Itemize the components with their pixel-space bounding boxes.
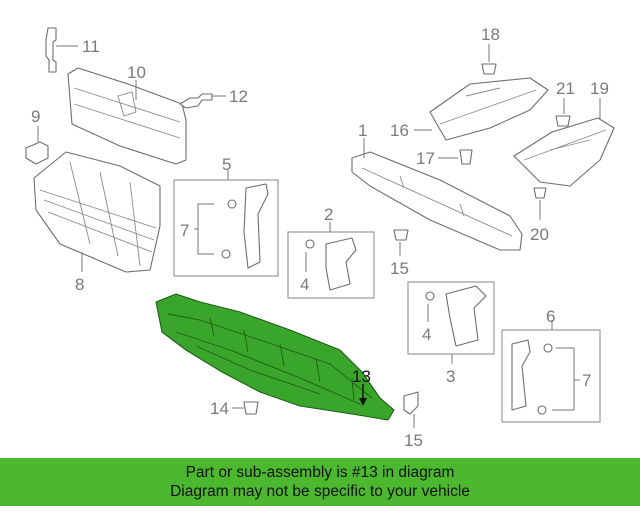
part-17-pushpin[interactable] [459,149,473,165]
callout-21: 21 [556,79,575,98]
callout-10: 10 [127,63,146,82]
part-16-splash-shield[interactable] [429,77,549,141]
callout-18: 18 [481,25,500,44]
callout-16: 16 [390,121,409,140]
callout-8: 8 [75,275,84,294]
part-15-pushpin-upper[interactable] [393,229,409,241]
part-15-pushpin-lower[interactable] [403,391,419,415]
callout-7a: 7 [180,221,189,240]
callout-19: 19 [590,79,609,98]
part-12-clip[interactable] [179,93,213,109]
callout-5: 5 [222,155,231,174]
callout-3: 3 [446,367,455,386]
part-19-splash-shield[interactable] [513,117,615,187]
callout-7b: 7 [582,371,591,390]
callout-11: 11 [82,37,100,56]
callout-4a: 4 [300,275,309,294]
banner-line-1: Part or sub-assembly is #13 in diagram [185,464,455,481]
part-1-reinforcement[interactable] [351,151,523,251]
callout-6: 6 [546,307,555,326]
callout-13: 13 [352,367,371,386]
part-20-pushpin[interactable] [533,187,547,199]
banner-line-2: Diagram may not be specific to your vehi… [170,483,470,500]
part-8-air-deflector[interactable] [33,151,161,273]
part-14-clip[interactable] [243,401,259,415]
part-10-support-cover[interactable] [67,67,187,165]
callout-9: 9 [31,107,40,126]
callout-2: 2 [324,205,333,224]
callout-20: 20 [530,225,549,244]
callout-15a: 15 [390,259,409,278]
callout-1: 1 [358,121,367,140]
callout-14: 14 [210,399,229,418]
callout-12: 12 [229,87,248,106]
callout-15b: 15 [404,431,423,450]
part-13-lower-splash-shield-highlighted[interactable] [155,293,395,421]
callout-4b: 4 [422,325,431,344]
part-9-clip[interactable] [25,141,49,165]
part-21-pushpin[interactable] [555,115,571,127]
part-18-pushpin[interactable] [481,63,497,75]
part-info-banner: Part or sub-assembly is #13 in diagram D… [0,458,640,506]
callout-17: 17 [416,149,435,168]
part-11-bracket[interactable] [45,27,57,73]
exploded-parts-diagram: 11 10 12 9 8 5 7 2 4 1 [25,25,615,450]
